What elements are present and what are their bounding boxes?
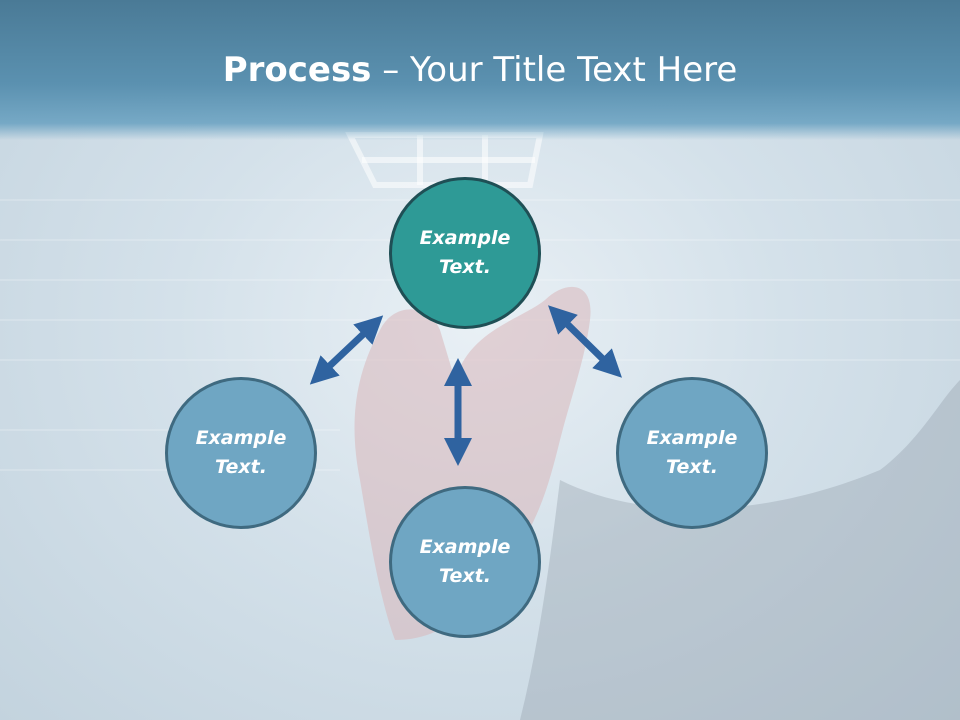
slide-title: Process – Your Title Text Here [0, 50, 960, 90]
arrow-top-right [548, 305, 622, 378]
node-left: Example Text. [165, 377, 317, 529]
node-right: Example Text. [616, 377, 768, 529]
arrow-top-left [309, 315, 384, 385]
node-left-label: Example Text. [195, 427, 287, 478]
sleeve-shape [520, 380, 960, 720]
title-bold: Process [222, 50, 372, 90]
title-rest: – Your Title Text Here [371, 50, 738, 90]
node-top-label: Example Text. [419, 227, 511, 278]
title-bar [0, 0, 960, 140]
node-bottom-label: Example Text. [419, 536, 511, 587]
node-bottom: Example Text. [389, 486, 541, 638]
node-right-label: Example Text. [646, 427, 738, 478]
node-top: Example Text. [389, 177, 541, 329]
